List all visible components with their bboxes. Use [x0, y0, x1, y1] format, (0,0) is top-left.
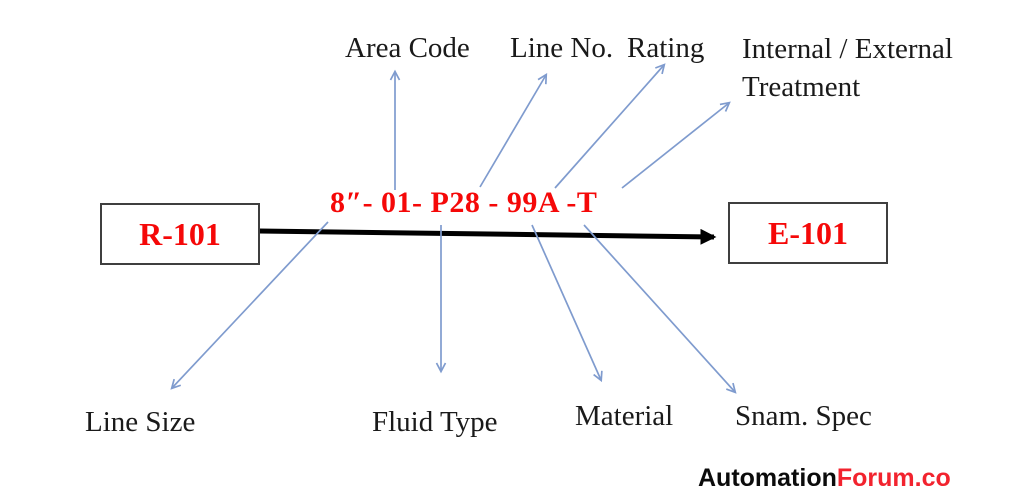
line-size-arrow [170, 221, 329, 390]
internal-external-line2: Treatment [742, 71, 861, 104]
source-equipment-box: R-101 [100, 203, 260, 265]
area-code-label: Area Code [345, 32, 470, 64]
destination-equipment-tag: E-101 [768, 214, 848, 251]
destination-equipment-box: E-101 [728, 202, 888, 264]
snam-spec-label: Snam. Spec [735, 400, 872, 432]
pipe-number-text: 8″- 01- P28 - 99A -T [330, 186, 598, 219]
rating-arrow [554, 63, 666, 189]
line-no-arrow [479, 73, 548, 188]
internal-external-line1: Internal / External [742, 33, 953, 65]
watermark-black-part: Automation [698, 464, 837, 492]
line-no-label: Line No. [510, 32, 614, 64]
line-size-label: Line Size [85, 406, 196, 438]
internal-external-label: Internal / External Treatment [742, 30, 953, 107]
material-arrow [531, 224, 603, 383]
rating-label: Rating [627, 32, 705, 64]
source-equipment-tag: R-101 [139, 215, 221, 252]
pipe-flow-arrow [258, 228, 717, 245]
material-label: Material [575, 400, 674, 432]
fluid-type-label: Fluid Type [372, 406, 498, 438]
watermark-red-part: Forum.co [836, 464, 951, 492]
automationforum-watermark: AutomationForum.co [698, 464, 951, 493]
treatment-arrow [621, 101, 731, 189]
snam-spec-arrow [583, 224, 737, 394]
